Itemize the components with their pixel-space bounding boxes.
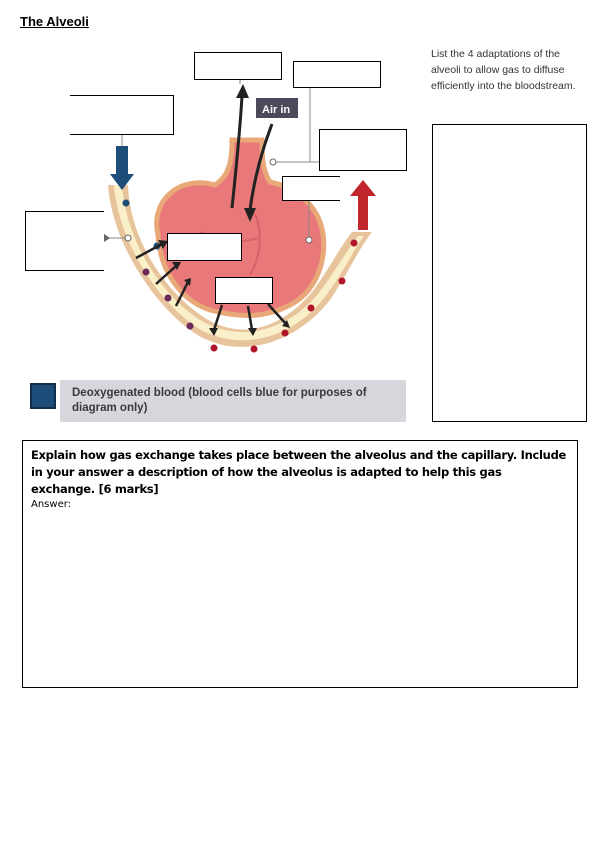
blood-flow-in-arrow [110, 146, 134, 190]
air-in-label: Air in [262, 104, 290, 116]
legend-text: Deoxygenated blood (blood cells blue for… [72, 387, 367, 414]
oxygenated-cell [210, 344, 218, 352]
question-text: Explain how gas exchange takes place bet… [31, 448, 566, 496]
label-box-right-wall[interactable] [319, 129, 407, 171]
label-box-capillary-left[interactable] [25, 211, 104, 271]
alveolus-diagram: Air in [104, 80, 376, 353]
alveolus-lobe-line [249, 213, 261, 276]
blood-cell [142, 268, 150, 276]
capillary-lumen [114, 185, 364, 341]
air-in-tag [256, 98, 298, 118]
leader-pin [305, 236, 313, 244]
diffusion-arrows [135, 242, 287, 331]
oxygenated-cell [350, 239, 358, 247]
blood-cell [186, 322, 194, 330]
oxygenated-cell [281, 329, 289, 337]
oxygenated-cell [307, 304, 315, 312]
leader-pin [124, 234, 132, 242]
diagram-legend: Deoxygenated blood (blood cells blue for… [30, 380, 406, 422]
answer-label: Answer: [31, 499, 72, 510]
blood-flow-out-arrow [350, 180, 376, 230]
leader-pin-arrow [104, 234, 110, 242]
leader-pin [269, 158, 277, 166]
label-box-diffusion-out[interactable] [215, 277, 273, 304]
adaptations-answer-box[interactable] [432, 124, 587, 422]
deoxygenated-cell [122, 199, 130, 207]
oxygenated-cell [250, 345, 258, 353]
diffusion-arrowheads [158, 240, 290, 336]
label-box-alveolus-right[interactable] [282, 176, 340, 201]
oxygenated-cell [338, 277, 346, 285]
label-box-diffusion-in[interactable] [167, 233, 242, 261]
deoxygenated-swatch [30, 383, 56, 409]
label-box-top-right[interactable] [293, 61, 381, 88]
question-box[interactable]: Explain how gas exchange takes place bet… [22, 440, 578, 688]
page-title: The Alveoli [20, 14, 89, 29]
air-out-arrow [230, 95, 244, 209]
legend-band [60, 380, 406, 422]
air-out-arrowhead [236, 84, 249, 98]
leader-lines [104, 80, 320, 240]
air-in-arrowhead [244, 208, 256, 222]
instruction-text: List the 4 adaptations of the alveoli to… [431, 48, 576, 92]
air-in-arrow [248, 123, 274, 211]
label-box-blood-in[interactable] [70, 95, 174, 135]
blood-cell [164, 294, 172, 302]
label-box-top-air-out[interactable] [194, 52, 282, 80]
